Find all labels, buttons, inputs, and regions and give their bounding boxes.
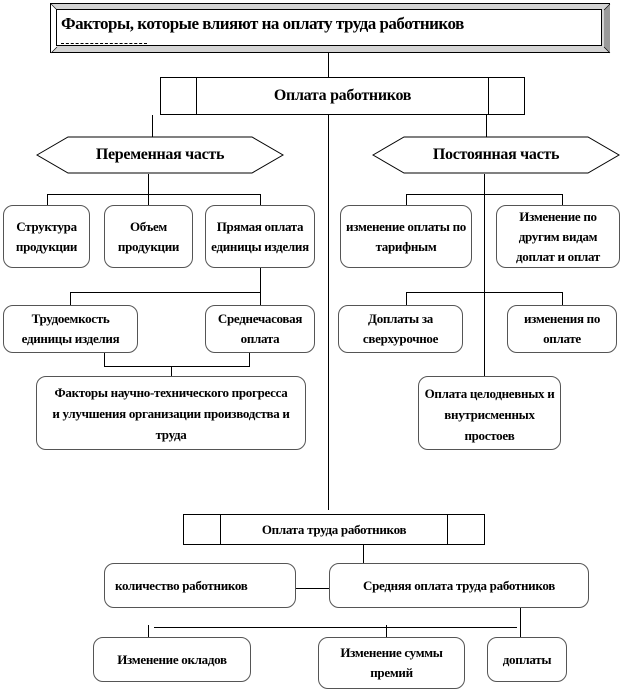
node-overtime-surcharge: Доплаты за сверхурочное [338, 305, 463, 353]
node-pay-changes: изменения по оплате [507, 305, 617, 353]
root-left-panel [161, 78, 197, 114]
node-pay-changes-label: изменения по оплате [523, 311, 601, 346]
node-hourly-pay-label: Среднечасовая оплата [217, 311, 303, 346]
node-volume: Объем продукции [104, 205, 193, 268]
connector-to-salary-change [148, 625, 149, 639]
hexagon-shape [372, 136, 620, 174]
connector-to-bonus-change [386, 625, 387, 639]
node-labor-intensity-label: Трудоемкость единицы изделия [21, 311, 120, 346]
variable-part-label: Переменная часть [95, 146, 225, 163]
labor-pay-left-panel [184, 515, 221, 544]
node-factors-label: Факторы научно-технического прогресса и … [52, 384, 290, 442]
connector-to-labor-intensity [70, 292, 71, 305]
title-inner: Факторы, которые влияют на оплату труда … [56, 9, 602, 46]
node-bonus-change-label: Изменение суммы премий [340, 645, 443, 680]
connector-to-volume [148, 194, 149, 205]
node-salary-change-label: Изменение окладов [117, 651, 227, 667]
connector-to-idle-pay [484, 292, 485, 376]
connector-constant-trunk [484, 194, 485, 293]
node-worker-count-label: количество работников [115, 577, 248, 593]
connector-root-laborpay [328, 115, 329, 510]
node-overtime-surcharge-label: Доплаты за сверхурочное [362, 311, 439, 346]
node-factors: Факторы научно-технического прогресса и … [36, 376, 306, 450]
connector-hourly-pay-down [249, 353, 250, 367]
connector-labor-intensity-down [104, 353, 105, 367]
node-labor-intensity: Трудоемкость единицы изделия [3, 305, 138, 353]
node-direct-pay-label: Прямая оплата единицы изделия [211, 218, 309, 254]
constant-part-node: Постоянная часть [372, 136, 620, 174]
variable-part-node: Переменная часть [36, 136, 284, 174]
node-average-pay-label: Средняя оплата труда работников [363, 577, 555, 593]
root-node: Оплата работников [160, 77, 525, 115]
node-worker-count: количество работников [104, 563, 296, 608]
root-right-panel [488, 78, 524, 114]
connector-to-factors [171, 366, 172, 376]
connector-direct-pay-down [260, 268, 261, 293]
connector-to-pay-changes [562, 292, 563, 305]
node-structure: Структура продукции [3, 205, 90, 268]
node-tariff-change: изменение оплаты по тарифным [340, 205, 472, 268]
hexagon-shape [36, 136, 284, 174]
connector-subchildren-bus [70, 292, 261, 293]
connector-to-hourly-pay [260, 292, 261, 305]
node-idle-pay: Оплата целодневных и внутрисменных прост… [418, 376, 561, 450]
node-other-types-change-label: Изменение по другим видам доплат и оплат [515, 208, 601, 264]
node-surcharges-label: доплаты [502, 651, 552, 667]
connector-laborpay-down [363, 545, 364, 564]
connector-to-direct-pay [260, 194, 261, 205]
constant-part-label: Постоянная часть [432, 146, 560, 163]
connector-variable-down [148, 174, 149, 194]
title-underline [61, 43, 147, 44]
node-volume-label: Объем продукции [117, 218, 180, 254]
node-average-pay: Средняя оплата труда работников [329, 563, 589, 608]
title-box: Факторы, которые влияют на оплату труда … [50, 3, 611, 54]
connector-to-structure [47, 194, 48, 205]
node-other-types-change: Изменение по другим видам доплат и оплат [496, 205, 620, 268]
node-tariff-change-label: изменение оплаты по тарифным [346, 218, 466, 254]
connector-constant-down [484, 174, 485, 195]
connector-to-surcharges [520, 608, 521, 651]
node-idle-pay-label: Оплата целодневных и внутрисменных прост… [424, 386, 555, 443]
root-label: Оплата работников [273, 87, 412, 104]
node-bonus-change: Изменение суммы премий [318, 637, 465, 689]
labor-pay-label: Оплата труда работников [261, 521, 407, 537]
diagram-title: Факторы, которые влияют на оплату труда … [61, 14, 464, 33]
connector-root-constant [486, 115, 487, 137]
connector-title-root [328, 53, 329, 77]
bevel-edges [51, 4, 611, 54]
connector-variable-bus [47, 194, 261, 195]
connector-to-tariff [406, 194, 407, 205]
connector-to-other-types [562, 194, 563, 205]
connector-count-avg [295, 588, 329, 589]
connector-to-overtime [406, 292, 407, 305]
labor-pay-right-panel [447, 515, 484, 544]
node-salary-change: Изменение окладов [93, 637, 251, 682]
node-direct-pay: Прямая оплата единицы изделия [205, 205, 315, 268]
node-structure-label: Структура продукции [15, 218, 78, 254]
node-hourly-pay: Среднечасовая оплата [205, 305, 315, 353]
node-surcharges: доплаты [487, 637, 567, 682]
connector-root-variable [152, 115, 153, 137]
labor-pay-node: Оплата труда работников [183, 514, 485, 545]
connector-factors-bus [104, 366, 250, 367]
connector-avgpay-bus [154, 627, 517, 628]
